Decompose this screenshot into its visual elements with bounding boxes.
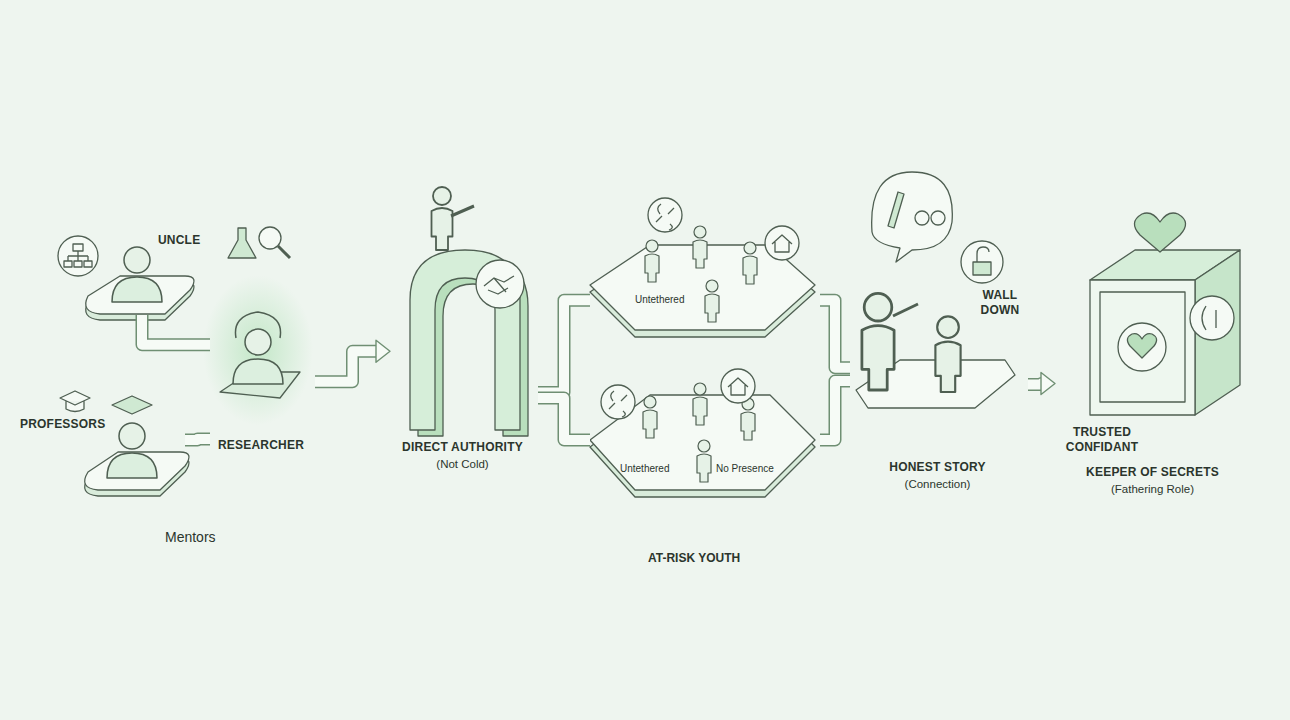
node-label: (Not Cold) — [390, 457, 535, 471]
flow-node: UNCLE — [40, 225, 210, 315]
node-label: No Presence — [716, 463, 774, 476]
flow-band — [538, 300, 590, 392]
node-label: Untethered — [635, 294, 684, 307]
node-label: WALL DOWN — [976, 288, 1024, 318]
node-label: TRUSTED CONFIDANT — [1057, 425, 1147, 455]
flow-band — [820, 300, 850, 368]
flow-node: TRUSTED CONFIDANT KEEPER OF SECRETS (Fathe… — [1055, 235, 1253, 505]
node-label: Untethered — [620, 463, 669, 476]
node-label: UNCLE — [158, 233, 200, 248]
flow-band — [820, 381, 850, 440]
node-label: PROFESSORS — [20, 417, 105, 432]
flow-node: Untethered — [590, 190, 820, 335]
flow-node: RESEARCHER — [210, 280, 315, 465]
flow-band — [185, 439, 210, 441]
flow-band — [1028, 373, 1055, 395]
flow-node: PROFESSORS — [15, 395, 185, 495]
flow-node: HONEST STORY (Connection) WALL DOWN — [850, 160, 1028, 495]
node-label: DIRECT AUTHORITY — [390, 440, 535, 455]
group-label: Mentors — [165, 529, 216, 545]
flow-node: DIRECT AUTHORITY (Not Cold) — [390, 200, 538, 475]
group-label: AT-RISK YOUTH — [648, 551, 740, 565]
node-label: RESEARCHER — [218, 438, 304, 453]
flow-band — [538, 398, 590, 440]
node-label: (Fathering Role) — [1055, 482, 1250, 496]
flow-band — [315, 340, 390, 382]
node-label: HONEST STORY — [850, 460, 1025, 475]
node-label: KEEPER OF SECRETS — [1055, 465, 1250, 480]
flow-node: Untethered No Presence — [590, 375, 820, 500]
flow-band — [142, 315, 210, 345]
node-label: (Connection) — [850, 477, 1025, 491]
